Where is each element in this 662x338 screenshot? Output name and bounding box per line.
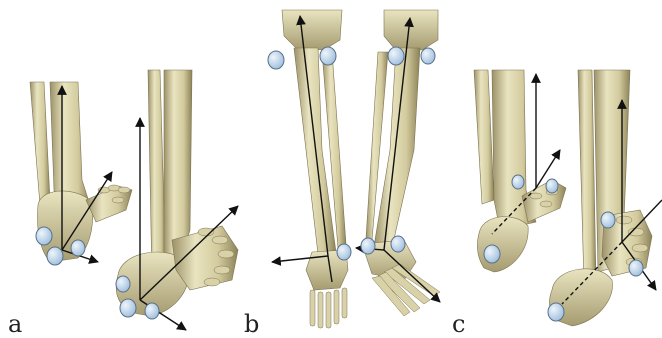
- marker: [145, 303, 159, 319]
- marker: [391, 236, 405, 252]
- marker: [337, 244, 351, 260]
- panel-label-c: c: [452, 312, 465, 336]
- panel-c-right-leg: [549, 70, 652, 326]
- marker: [116, 276, 130, 292]
- panel-label-a: a: [8, 312, 22, 336]
- marker: [629, 260, 643, 276]
- panel-a-right-leg: [116, 70, 238, 316]
- marker: [361, 238, 375, 254]
- marker: [47, 247, 63, 265]
- panel-label-b: b: [244, 312, 259, 336]
- panel-b-illustration: [268, 10, 440, 328]
- marker: [36, 227, 52, 245]
- panel-a-illustration: [30, 70, 238, 330]
- marker: [484, 245, 500, 263]
- marker: [268, 51, 284, 69]
- marker: [388, 47, 404, 65]
- marker: [601, 212, 615, 228]
- panel-b-left-leg: [282, 10, 348, 328]
- marker: [548, 303, 564, 321]
- marker: [320, 47, 336, 65]
- panel-c-left-leg: [474, 70, 566, 272]
- marker: [120, 299, 136, 317]
- marker: [71, 240, 85, 256]
- marker: [512, 175, 524, 189]
- panel-c-illustration: [474, 70, 662, 326]
- marker: [421, 48, 435, 64]
- marker: [546, 179, 558, 193]
